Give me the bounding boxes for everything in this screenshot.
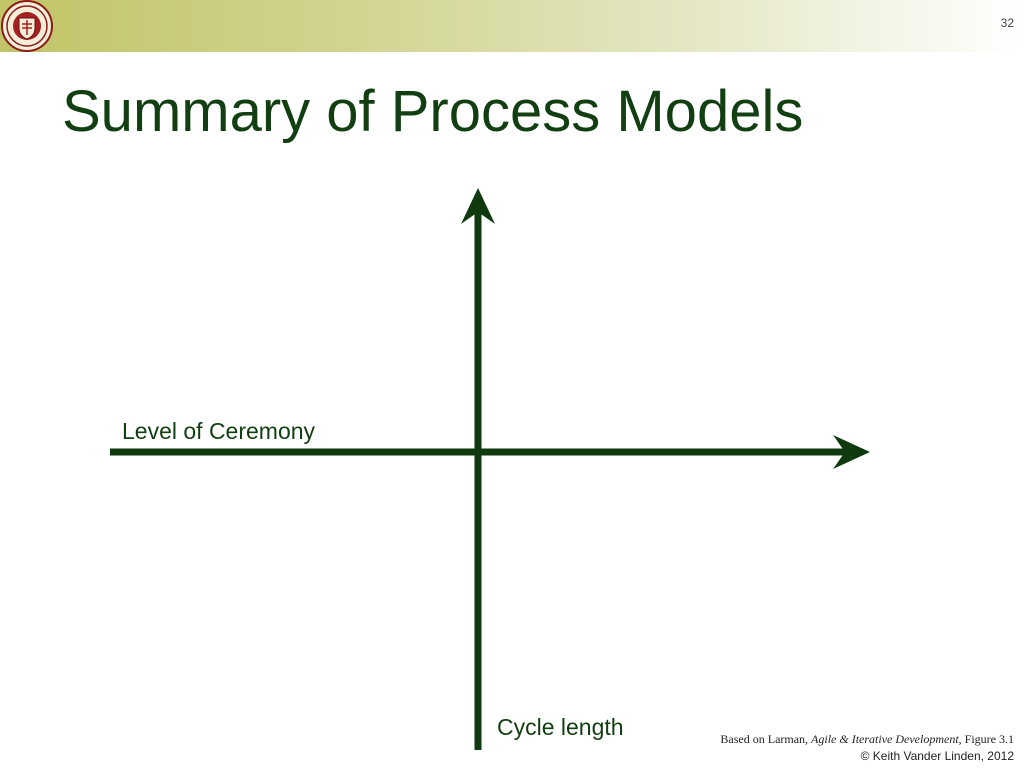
vertical-axis-label: Cycle length [497,714,624,740]
college-seal-icon [1,0,53,52]
copyright: © Keith Vander Linden, 2012 [860,749,1014,763]
citation-book-title: Agile & Iterative Development [811,732,959,746]
header-band [0,0,1024,52]
slide-number: 32 [1000,16,1014,30]
vertical-axis-arrowhead [461,188,495,224]
citation: Based on Larman, Agile & Iterative Devel… [720,732,1014,747]
horizontal-axis-label: Level of Ceremony [122,418,316,444]
citation-prefix: Based on Larman, [720,732,812,746]
horizontal-axis-arrowhead [833,435,870,469]
slide-title: Summary of Process Models [62,79,804,144]
citation-suffix: , Figure 3.1 [958,732,1014,746]
